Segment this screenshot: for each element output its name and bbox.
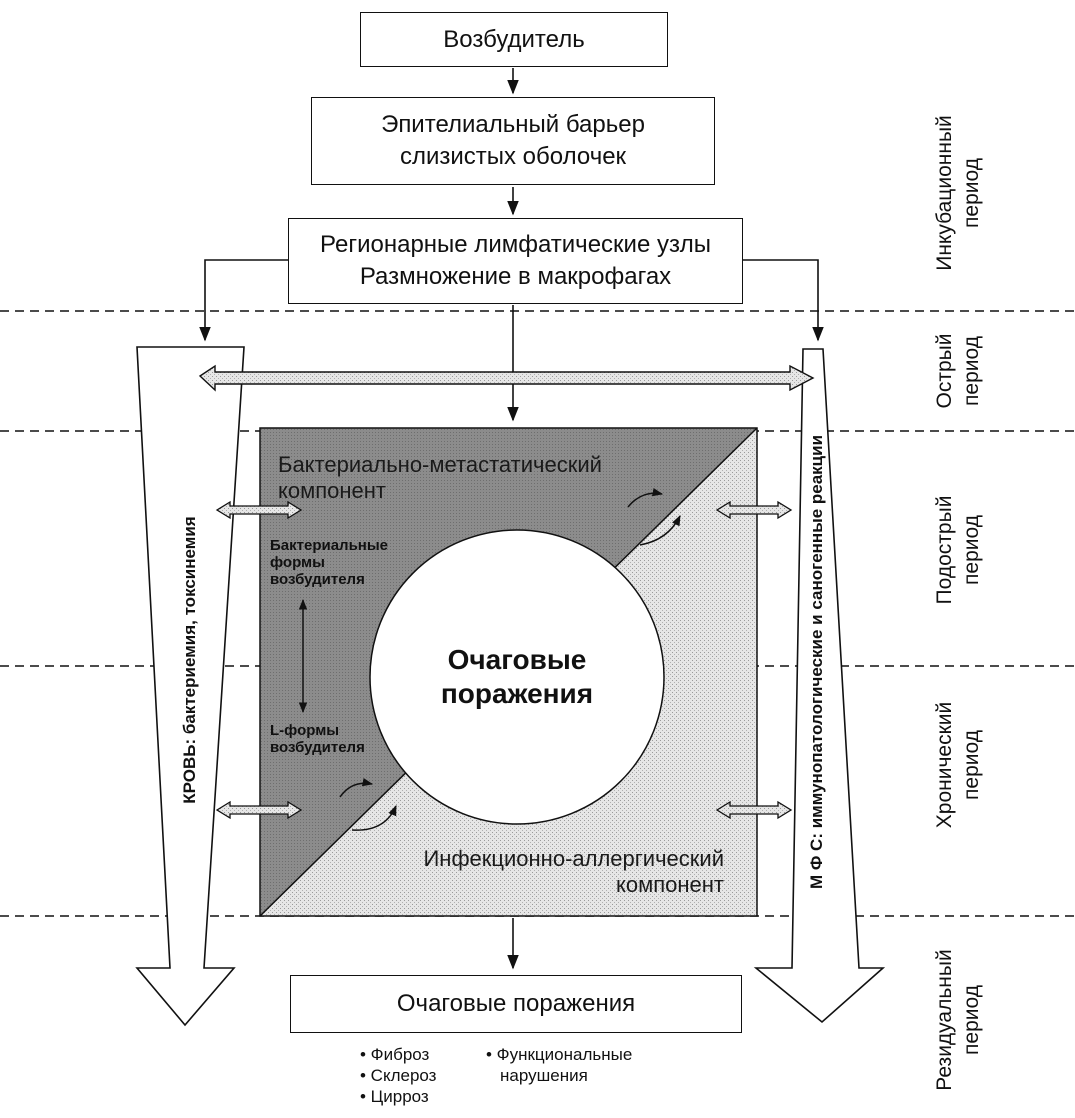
period-chronic-line-2: период: [960, 730, 983, 800]
double-arrow-right-lower: [715, 800, 793, 820]
rotation-arrow-lower-b: [351, 805, 397, 831]
period-incubation-line-2: период: [960, 158, 983, 228]
period-subacute-line-2: период: [960, 515, 983, 585]
bacterial-forms-line-2: формы: [270, 554, 325, 571]
bacterial-forms-line-3: возбудителя: [270, 571, 365, 588]
pathogen-box: Возбудитель: [360, 12, 668, 67]
acute-double-arrow: [198, 364, 815, 392]
blood-arrow-shape: [135, 346, 245, 1027]
lymph-line-1: Регионарные лимфатические узлы: [320, 231, 711, 258]
outcome-label: Очаговые поражения: [396, 990, 636, 1017]
arrow-lymph-blood: [199, 259, 288, 342]
outcome-item: • Фиброз: [360, 1045, 430, 1064]
arrow-lymph-mps: [743, 259, 824, 342]
flow-arrows: [199, 68, 824, 970]
allergic-component-line-1: Инфекционно-аллергический: [423, 846, 724, 871]
outcome-item: нарушения: [500, 1066, 588, 1085]
bacterial-component-label: Бактериально-метастатический компонент: [278, 452, 602, 504]
focal-lesions-circle: [369, 529, 665, 825]
epithelial-line-2: слизистых оболочек: [399, 143, 627, 170]
center-line-1: Очаговые: [447, 644, 587, 675]
lymph-line-2: Размножение в макрофагах: [359, 263, 672, 290]
outcome-box: Очаговые поражения: [290, 975, 742, 1033]
blood-label-text: КРОВЬ: бактериемия, токсинемия: [180, 516, 199, 804]
period-chronic-line-1: Хронический: [933, 701, 956, 829]
l-forms-line-2: возбудителя: [270, 739, 365, 756]
double-arrow-left-upper: [215, 500, 303, 520]
allergic-component-label: Инфекционно-аллергический компонент: [362, 846, 724, 898]
focal-lesions-center: Очаговые поражения: [372, 532, 662, 822]
period-residual-line-2: период: [960, 985, 983, 1055]
period-subacute-line-1: Подострый: [933, 495, 956, 605]
center-line-2: поражения: [440, 678, 594, 709]
period-acute-line-2: период: [960, 336, 983, 406]
outcome-item: • Склероз: [360, 1066, 437, 1085]
double-arrow-right-upper: [715, 500, 793, 520]
rotation-arrow-lower-a: [339, 778, 374, 798]
outcome-item: • Функциональные: [486, 1045, 633, 1064]
pathogen-label: Возбудитель: [443, 25, 585, 53]
outcome-list-left: • Фиброз • Склероз • Цирроз: [360, 1044, 436, 1107]
double-arrow-left-lower: [215, 800, 303, 820]
mps-label-text: М Ф С: иммунопатологические и саногенные…: [807, 434, 826, 890]
bacterial-forms-label: Бактериальные формы возбудителя: [270, 537, 388, 588]
rotation-arrow-upper-b: [639, 515, 681, 546]
outcome-list-right: • Функциональные нарушения: [486, 1044, 632, 1086]
rotation-arrows: [339, 488, 681, 831]
lymph-nodes-box: Регионарные лимфатические узлы Размножен…: [288, 218, 743, 304]
side-double-arrows: [215, 500, 793, 820]
period-acute-line-1: Острый: [933, 333, 956, 409]
outcome-item: • Цирроз: [360, 1087, 429, 1106]
bacterial-forms-line-1: Бактериальные: [270, 537, 389, 554]
bacterial-component-line-1: Бактериально-метастатический: [278, 452, 602, 477]
mps-arrow-shape: [753, 348, 886, 1024]
allergic-component-line-2: компонент: [616, 872, 724, 897]
period-incubation-line-1: Инкубационный: [933, 115, 956, 271]
bacterial-component-line-2: компонент: [278, 478, 386, 503]
period-residual-line-1: Резидуальный: [933, 949, 956, 1091]
focal-square: [259, 427, 758, 917]
l-forms-label: L-формы возбудителя: [270, 722, 365, 756]
epithelial-line-1: Эпителиальный барьер: [381, 111, 645, 138]
l-forms-line-1: L-формы: [270, 722, 340, 739]
rotation-arrow-upper-a: [627, 488, 664, 508]
epithelial-barrier-box: Эпителиальный барьер слизистых оболочек: [311, 97, 715, 185]
